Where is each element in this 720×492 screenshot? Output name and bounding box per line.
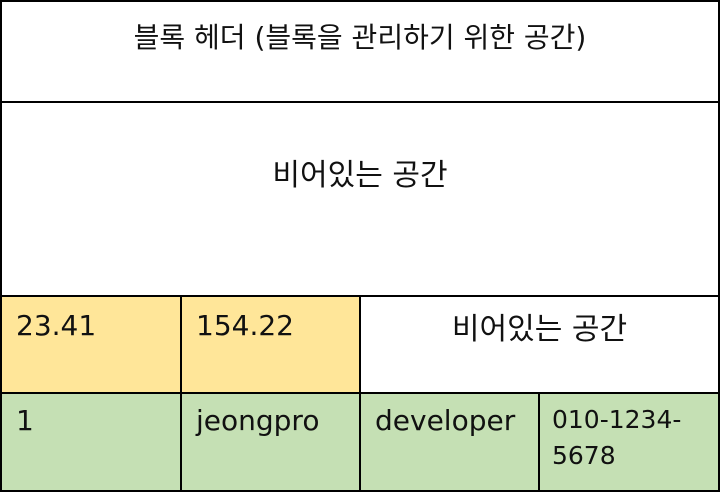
record-cell-role: developer xyxy=(359,392,540,492)
empty-space-block: 비어있는 공간 xyxy=(0,101,720,297)
value-text-2: 154.22 xyxy=(196,309,294,342)
record-name: jeongpro xyxy=(196,404,320,437)
record-cell-id: 1 xyxy=(0,392,182,492)
value-text-1: 23.41 xyxy=(16,309,97,342)
block-header-label: 블록 헤더 (블록을 관리하기 위한 공간) xyxy=(133,21,587,54)
record-id: 1 xyxy=(16,404,34,437)
value-cell-1: 23.41 xyxy=(0,295,182,394)
record-role: developer xyxy=(375,404,516,437)
record-phone: 010-1234-5678 xyxy=(552,405,682,470)
block-header-cell: 블록 헤더 (블록을 관리하기 위한 공간) xyxy=(0,0,720,103)
record-cell-phone: 010-1234-5678 xyxy=(538,392,720,492)
empty-space-cell-label: 비어있는 공간 xyxy=(451,312,628,347)
empty-space-label: 비어있는 공간 xyxy=(272,158,448,193)
record-cell-name: jeongpro xyxy=(180,392,361,492)
value-cell-2: 154.22 xyxy=(180,295,361,394)
empty-space-cell: 비어있는 공간 xyxy=(359,295,720,394)
